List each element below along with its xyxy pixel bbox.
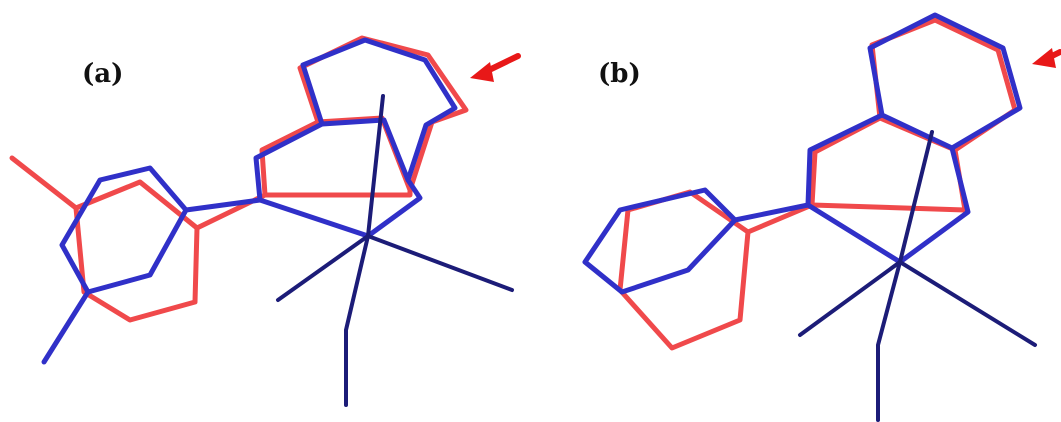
panel-b-blue-top-ring: [867, 12, 1023, 151]
panel-a-bond-right: [366, 234, 514, 292]
panel-a-blue-bottom-ring: [59, 165, 189, 295]
panel-b-blue-link-bond: [732, 202, 811, 223]
panel-a-blue-middle-ring: [253, 121, 423, 239]
panel-a-red-bottom-ring: [73, 179, 200, 323]
panel-a-bond-up: [366, 94, 385, 238]
panel-b-bond-up: [898, 130, 934, 264]
panel-b-red-middle-ring: [809, 115, 968, 213]
panel-a-blue-link-bond: [183, 197, 263, 213]
panel-b-blue-middle-ring: [805, 112, 971, 265]
panel-b-bond-down: [876, 260, 902, 422]
panel-a-ligand-bonds: [276, 94, 514, 407]
panel-a-blue-top-ring: [300, 37, 458, 183]
panel-b-red-link-bond: [745, 202, 815, 235]
panel-a-blue-tail: [41, 289, 91, 365]
panel-b-red-structure: [617, 17, 1018, 351]
panel-b-red-top-ring: [869, 17, 1018, 153]
panel-b-blue-bottom-ring: [582, 187, 738, 295]
panel-b: (b): [582, 12, 1061, 422]
panel-a: (a): [9, 35, 521, 407]
panel-a-bond-left: [276, 234, 370, 302]
panel-a-red-methyl: [9, 155, 79, 211]
panel-b-blue-structure: [582, 12, 1023, 295]
panel-b-arrow-icon: [1032, 48, 1061, 68]
panel-a-label: (a): [82, 59, 123, 89]
panel-a-bond-down: [344, 234, 370, 407]
panel-b-bond-left: [798, 260, 902, 337]
panel-b-ligand-bonds: [798, 130, 1037, 422]
panel-a-arrow-icon: [470, 53, 521, 82]
panel-b-label: (b): [598, 59, 641, 89]
panel-a-blue-structure: [41, 37, 458, 365]
panel-b-bond-right: [898, 260, 1037, 347]
